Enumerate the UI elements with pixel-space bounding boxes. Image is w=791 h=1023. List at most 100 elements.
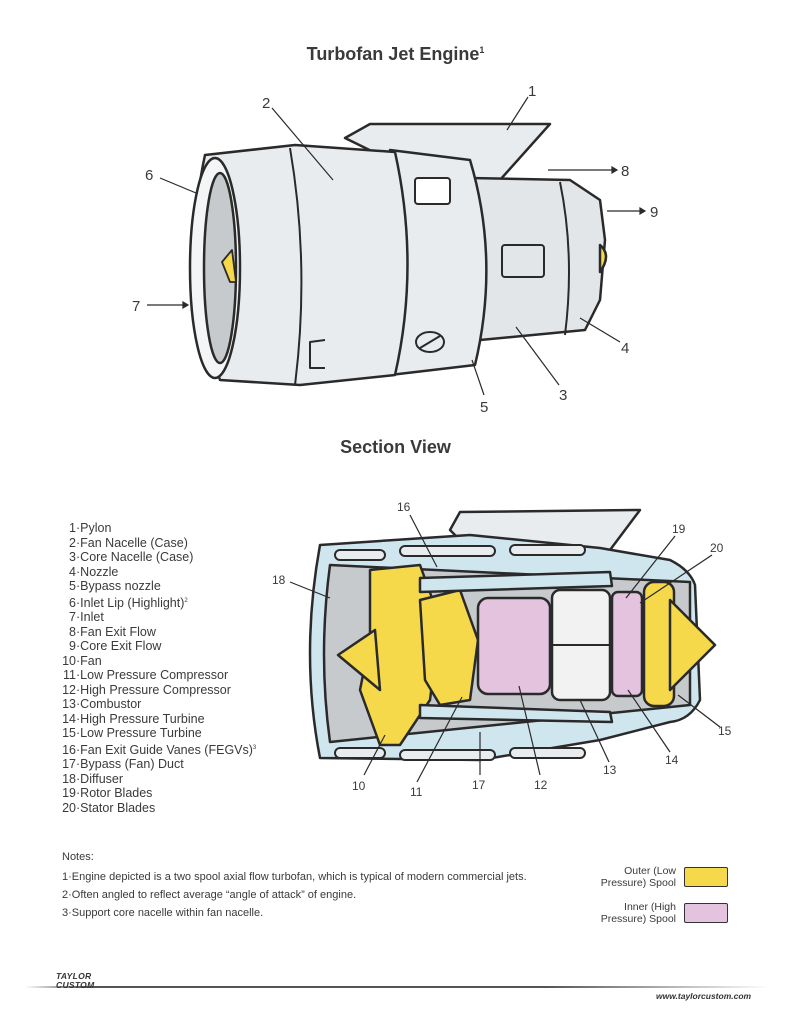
legend-number: 12 [62, 682, 76, 697]
legend-label: Inlet Lip (Highlight) [80, 595, 185, 610]
legend-item: 10·Fan [58, 654, 256, 669]
website-url[interactable]: www.taylorcustom.com [656, 991, 752, 1001]
legend-item: 14·High Pressure Turbine [58, 712, 256, 727]
legend-note-ref: 3 [252, 744, 257, 751]
legend-number: 9 [69, 639, 76, 654]
legend-label: Core Exit Flow [80, 639, 162, 654]
legend-separator: · [76, 800, 81, 815]
legend-separator: · [76, 639, 81, 654]
legend-label: Nozzle [80, 564, 119, 579]
footer-divider [25, 986, 770, 988]
legend-item: 12·High Pressure Compressor [58, 683, 256, 698]
legend-label: High Pressure Compressor [80, 682, 231, 697]
callout-4: 4 [621, 340, 629, 357]
legend-item: 2·Fan Nacelle (Case) [58, 536, 256, 551]
nacelle-seam [289, 147, 303, 386]
access-panel-upper [414, 177, 451, 205]
legend-item: 6·Inlet Lip (Highlight)2 [58, 594, 256, 611]
legend-number: 2 [69, 535, 76, 550]
legend-label: Fan Exit Flow [80, 624, 156, 639]
legend-separator: · [76, 757, 81, 772]
legend-label: Fan [80, 653, 102, 668]
legend-number: 5 [69, 579, 76, 593]
legend-separator: · [76, 564, 81, 579]
legend-number: 20 [62, 800, 76, 815]
callout-18: 18 [272, 573, 286, 587]
legend-label: Inlet [80, 610, 104, 625]
legend-item: 5·Bypass nozzle [58, 579, 256, 594]
legend-label: Stator Blades [80, 800, 156, 815]
notes-section: Notes: 1·Engine depicted is a two spool … [62, 851, 527, 925]
exhaust-cone [598, 243, 608, 274]
inner-spool-swatch [684, 903, 728, 923]
callout-2: 2 [262, 95, 270, 112]
high-pressure-compressor [476, 596, 552, 696]
legend-number: 8 [69, 624, 76, 639]
callout-9: 9 [650, 204, 658, 221]
legend-separator: · [76, 521, 81, 535]
legend-label: Diffuser [80, 771, 124, 786]
fan-nacelle-rear [388, 148, 488, 377]
access-panel-core [501, 244, 545, 278]
legend-label: High Pressure Turbine [80, 711, 205, 726]
callout-16: 16 [397, 500, 411, 514]
legend-separator: · [76, 668, 81, 683]
legend-number: 15 [62, 726, 76, 741]
key-label-line1: Outer (Low [624, 865, 676, 877]
legend-number: 1 [69, 521, 76, 535]
legend-number: 17 [62, 757, 76, 772]
notes-heading: Notes: [62, 851, 94, 863]
callout-1: 1 [528, 83, 536, 100]
note-item: 1·Engine depicted is a two spool axial f… [62, 871, 527, 883]
legend-label: Low Pressure Compressor [80, 668, 229, 683]
lower-panel [309, 339, 326, 369]
legend-separator: · [76, 711, 81, 726]
note-item: 3·Support core nacelle within fan nacell… [62, 907, 264, 919]
legend-separator: · [76, 610, 81, 625]
callout-13: 13 [603, 763, 617, 777]
legend-label: Low Pressure Turbine [80, 726, 202, 741]
callout-5: 5 [480, 399, 488, 416]
logo-line2: CUSTOM [56, 980, 95, 990]
legend-item: 7·Inlet [58, 610, 256, 625]
legend-item: 13·Combustor [58, 697, 256, 712]
nozzle-seam [559, 181, 570, 336]
callout-20: 20 [710, 541, 724, 555]
legend-number: 10 [62, 653, 76, 668]
legend-separator: · [76, 535, 81, 550]
callout-10: 10 [352, 779, 366, 793]
callout-19: 19 [672, 522, 686, 536]
legend-separator: · [76, 771, 81, 786]
legend-item: 15·Low Pressure Turbine [58, 726, 256, 741]
legend-label: Combustor [80, 697, 142, 712]
callout-3: 3 [559, 387, 567, 404]
legend-number: 7 [69, 610, 76, 625]
legend-item: 16·Fan Exit Guide Vanes (FEGVs)3 [58, 741, 256, 758]
key-label-line2: Pressure) Spool [600, 913, 676, 925]
legend-label: Fan Nacelle (Case) [80, 535, 188, 550]
legend-separator: · [76, 697, 81, 712]
spinner [221, 249, 237, 283]
main-title-note-ref: 1 [479, 45, 485, 55]
outer-spool-swatch [684, 867, 728, 887]
legend-label: Bypass (Fan) Duct [80, 757, 184, 772]
legend-label: Core Nacelle (Case) [80, 550, 194, 564]
core-wall-upper [418, 570, 614, 594]
inlet [202, 171, 238, 365]
legend-separator: · [76, 579, 81, 593]
legend-separator: · [76, 682, 81, 697]
legend-number: 14 [62, 711, 76, 726]
callout-14: 14 [665, 753, 679, 767]
taylor-custom-logo: TAYLOR CUSTOM [56, 972, 94, 990]
key-label-line2: Pressure) Spool [600, 877, 676, 889]
callout-6: 6 [145, 167, 153, 184]
legend-item: 3·Core Nacelle (Case) [58, 550, 256, 565]
main-title-text: Turbofan Jet Engine [306, 44, 480, 64]
legend-item: 11·Low Pressure Compressor [58, 668, 256, 683]
legend-separator: · [76, 550, 81, 564]
legend-label: Pylon [80, 521, 112, 535]
legend-label: Rotor Blades [80, 786, 153, 801]
